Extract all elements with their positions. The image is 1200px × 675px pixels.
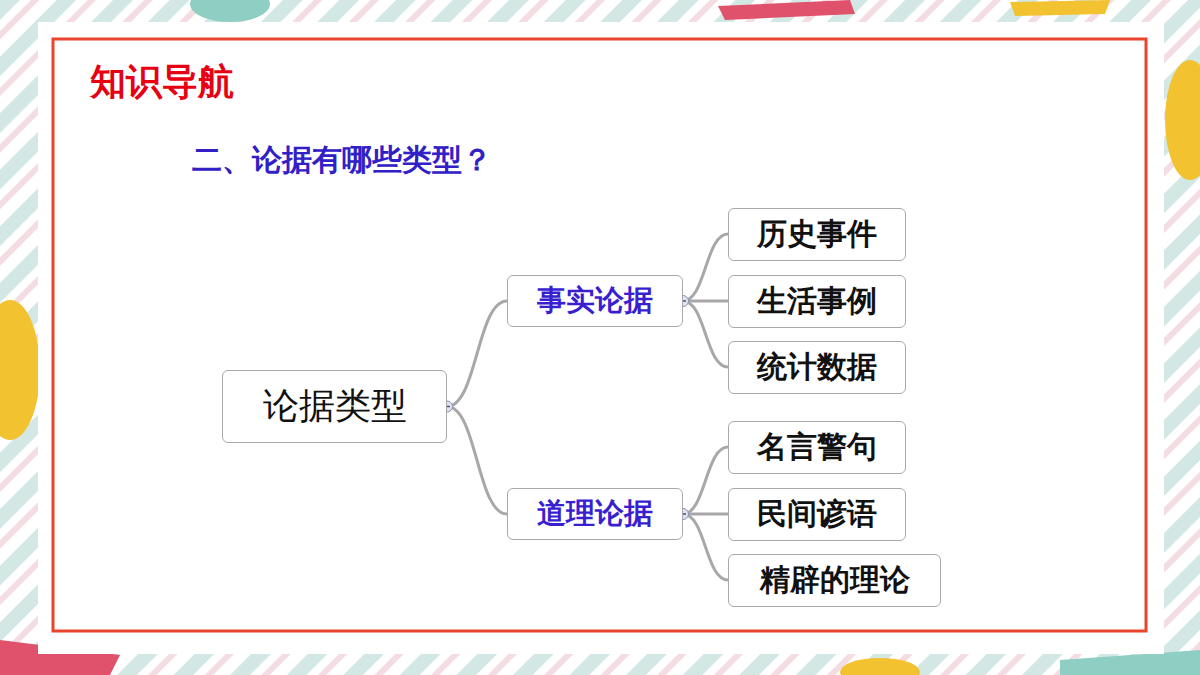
leaf-box: 历史事件 (728, 208, 906, 261)
tree-connector (447, 407, 507, 515)
white-panel (38, 22, 1164, 654)
deco-blob (0, 300, 40, 440)
deco-blob (1165, 60, 1200, 180)
deco-stroke (1010, 0, 1110, 16)
frame-border (53, 39, 1146, 631)
slide-title: 知识导航 (90, 58, 234, 107)
tree-connector (683, 234, 728, 301)
leaf-box: 民间谚语 (728, 488, 906, 541)
leaf-box: 名言警句 (728, 421, 906, 474)
node-label: 历史事件 (757, 214, 877, 255)
branch-box: 道理论据 (507, 488, 683, 540)
deco-blob (840, 658, 920, 675)
node-label: 精辟的理论 (760, 560, 910, 601)
deco-blob (190, 0, 270, 22)
node-label: 统计数据 (757, 347, 877, 388)
tree-connector (683, 514, 728, 580)
leaf-box: 生活事例 (728, 275, 906, 328)
tree-connector (447, 301, 507, 407)
leaf-box: 统计数据 (728, 341, 906, 394)
node-label: 名言警句 (757, 427, 877, 468)
node-label: 事实论据 (537, 281, 653, 321)
section-heading: 二、论据有哪些类型？ (192, 140, 492, 181)
tree-connector (683, 447, 728, 514)
tree-connector (683, 301, 728, 367)
node-label: 道理论据 (537, 494, 653, 534)
node-label: 生活事例 (757, 281, 877, 322)
deco-stroke (718, 0, 855, 20)
root-box: 论据类型 (222, 370, 447, 443)
branch-box: 事实论据 (507, 275, 683, 327)
node-label: 民间谚语 (757, 494, 877, 535)
leaf-box: 精辟的理论 (728, 554, 941, 607)
node-label: 论据类型 (263, 382, 407, 431)
